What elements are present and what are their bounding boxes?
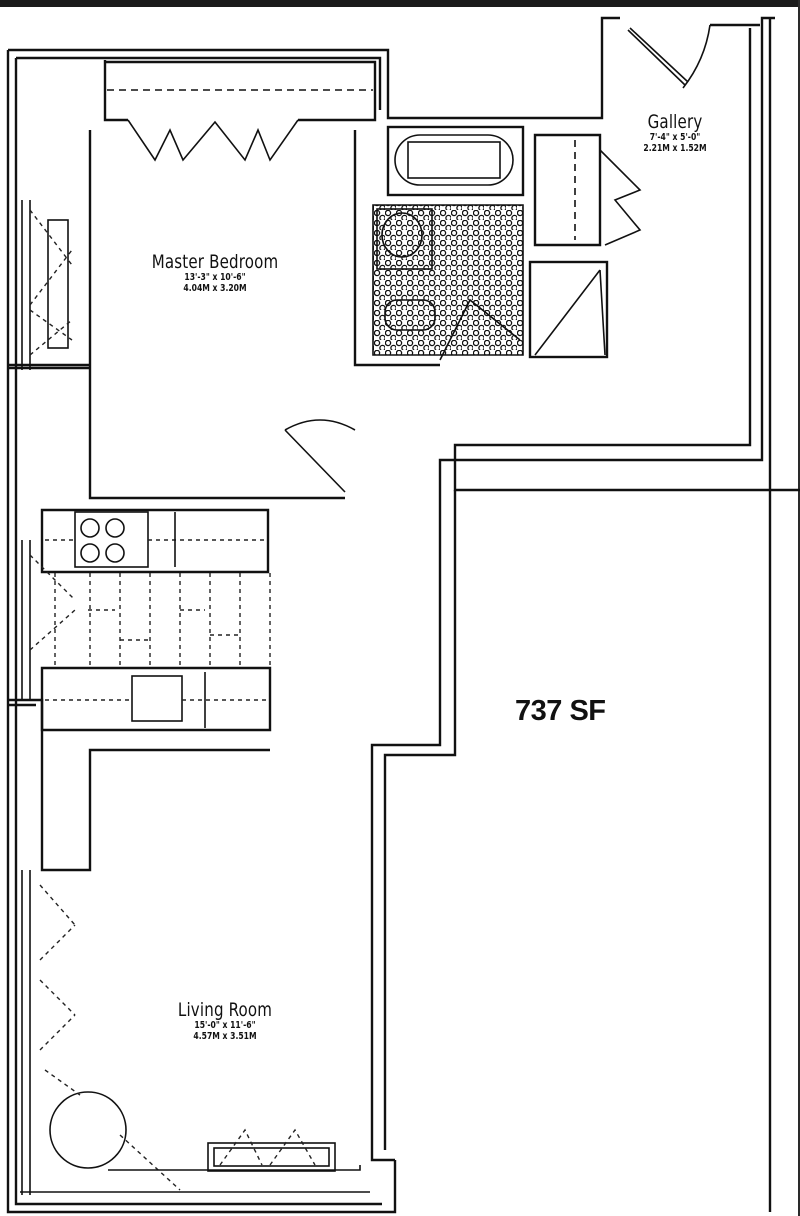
room-name: Living Room [177, 999, 273, 1021]
gallery-closet [533, 133, 642, 247]
room-label-master-bedroom: Master Bedroom 13'-3" x 10'-6" 4.04M x 3… [100, 252, 330, 294]
room-dims-metric: 2.21M x 1.52M [643, 143, 707, 154]
kitchen [29, 508, 272, 732]
left-windows [21, 200, 31, 1195]
bedroom-walls [8, 130, 440, 500]
room-name: Gallery [647, 111, 703, 133]
room-dims-metric: 4.57M x 3.51M [193, 1031, 257, 1042]
living-room-walls [8, 698, 270, 872]
room-name: Master Bedroom [151, 251, 279, 273]
total-area-label: 737 SF [515, 695, 606, 727]
entry-door [627, 23, 760, 89]
bedroom-radiator [29, 209, 73, 356]
top-frame-bar [0, 0, 800, 7]
room-label-living-room: Living Room 15'-0" x 11'-6" 4.57M x 3.51… [120, 1000, 330, 1042]
room-dims-imperial: 7'-4" x 5'-0" [649, 132, 701, 143]
bedroom-closet [103, 60, 377, 162]
bathroom [372, 125, 609, 361]
room-dims-imperial: 15'-0" x 11'-6" [194, 1020, 256, 1031]
living-room-furnishings [20, 884, 370, 1193]
room-dims-metric: 4.04M x 3.20M [183, 283, 247, 294]
room-label-gallery: Gallery 7'-4" x 5'-0" 2.21M x 1.52M [615, 112, 735, 154]
room-dims-imperial: 13'-3" x 10'-6" [184, 272, 246, 283]
right-frame-edge [798, 0, 800, 1216]
exterior-walls [6, 16, 800, 1214]
